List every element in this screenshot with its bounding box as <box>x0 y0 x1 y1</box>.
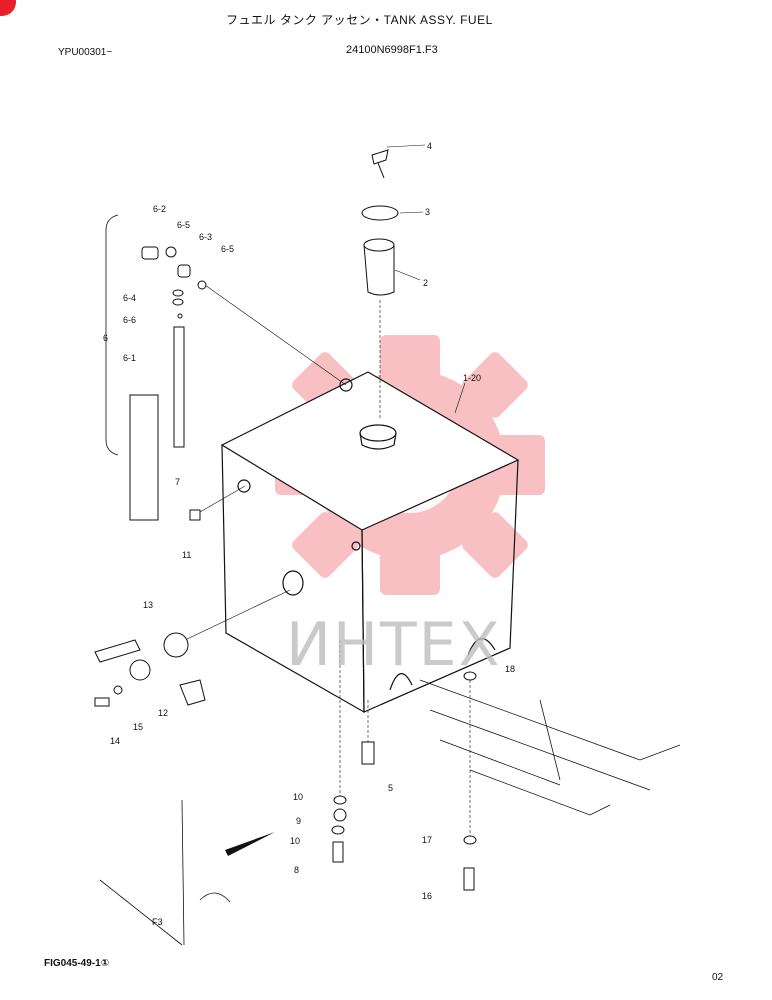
callout-11: 11 <box>182 550 191 560</box>
callout-6-6: 6-6 <box>123 315 136 325</box>
callout-10b: 10 <box>290 836 300 846</box>
fuel-cap-icon <box>361 205 399 221</box>
callout-5: 5 <box>388 783 393 793</box>
group-6-bracket <box>105 214 119 456</box>
page-number: 02 <box>712 972 724 983</box>
callout-6: 6 <box>103 333 108 343</box>
suction-pipe-icon <box>173 326 185 448</box>
callout-12: 12 <box>158 708 168 718</box>
strainer-icon <box>363 244 395 296</box>
fuel-cap-key-icon <box>371 149 389 165</box>
callout-1-20: 1-20 <box>463 373 481 383</box>
callout-4: 4 <box>427 141 432 151</box>
callout-7: 7 <box>175 477 180 487</box>
washer-10a-icon <box>333 795 347 805</box>
callout-6-3: 6-3 <box>199 232 212 242</box>
leader-lines <box>184 144 471 840</box>
parts <box>94 149 477 891</box>
callout-17: 17 <box>422 835 432 845</box>
callout-15: 15 <box>133 722 143 732</box>
bolt-16-icon <box>463 867 475 891</box>
plug-11-icon <box>189 509 201 521</box>
callout-14: 14 <box>110 736 120 746</box>
callout-3: 3 <box>425 207 430 217</box>
callout-6-2: 6-2 <box>153 204 166 214</box>
fuel-tank <box>220 371 520 714</box>
watermark-text: ИНТЕХ <box>286 610 502 680</box>
callout-6-5b: 6-5 <box>221 244 234 254</box>
filter-element-icon <box>129 394 159 521</box>
sender-icon <box>129 659 151 681</box>
arrow-mark <box>225 832 275 856</box>
washer-17-icon <box>463 835 477 845</box>
callout-10a: 10 <box>293 792 303 802</box>
callout-6-5a: 6-5 <box>177 220 190 230</box>
frame-structure <box>99 679 681 946</box>
callout-2: 2 <box>423 278 428 288</box>
figure-number: FIG045-49-1① <box>44 958 110 969</box>
callout-6-1: 6-1 <box>123 353 136 363</box>
part-number: 24100N6998F1.F3 <box>346 44 438 56</box>
callout-18: 18 <box>505 664 515 674</box>
callout-6-4: 6-4 <box>123 293 136 303</box>
callout-9: 9 <box>296 816 301 826</box>
gasket-icon <box>163 632 189 658</box>
view-label-f3: F3 <box>152 917 163 927</box>
callout-8: 8 <box>294 865 299 875</box>
serial-range: YPU00301~ <box>58 47 113 58</box>
callout-16: 16 <box>422 891 432 901</box>
bolt-8-icon <box>332 841 344 863</box>
drain-cock-icon <box>361 741 375 765</box>
plug-icon <box>141 246 159 260</box>
callout-13: 13 <box>143 600 153 610</box>
washer-18-icon <box>463 671 477 681</box>
page-title: フュエル タンク アッセン・TANK ASSY. FUEL <box>226 13 493 27</box>
